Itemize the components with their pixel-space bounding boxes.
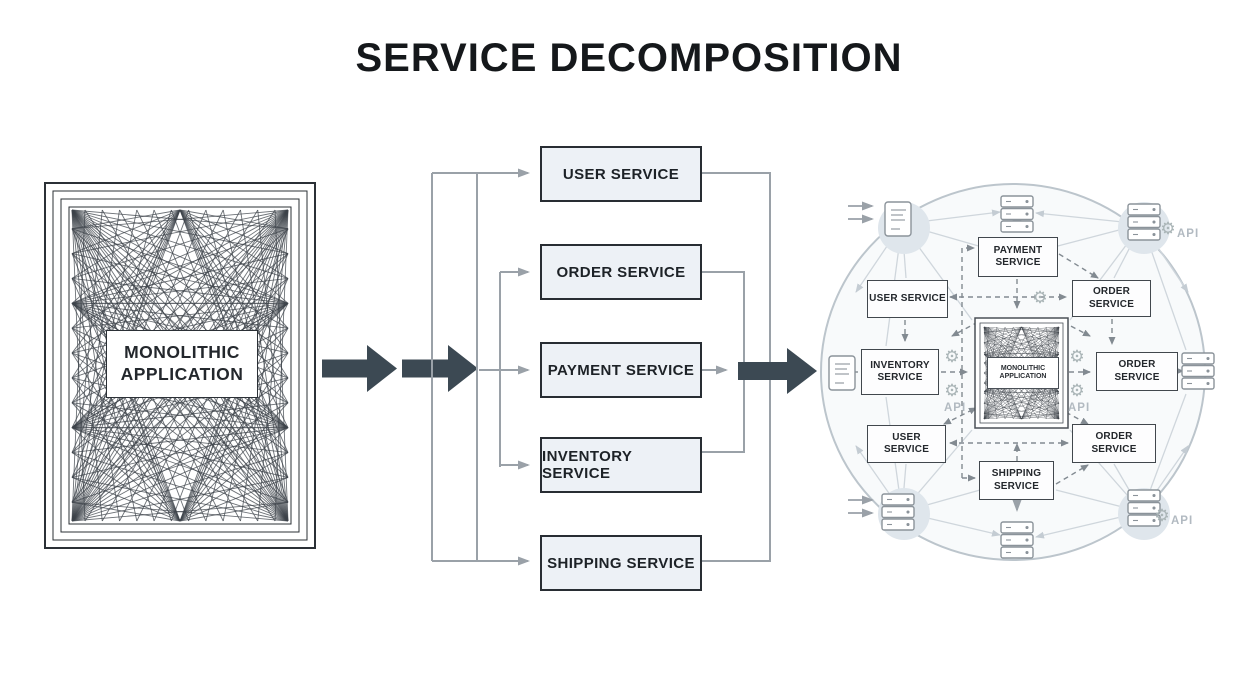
api-labels: API API API API — [944, 228, 1199, 527]
service-box-shipping: SHIPPING SERVICE — [540, 535, 702, 591]
mini-monolith-label: MONOLITHIC APPLICATION — [987, 357, 1059, 389]
micro-box-user-upper: USER SERVICE — [867, 280, 948, 318]
micro-box-user-lower: USER SERVICE — [867, 425, 946, 463]
micro-box-shipping: SHIPPING SERVICE — [979, 461, 1054, 500]
micro-box-order-lower: ORDER SERVICE — [1072, 424, 1156, 463]
monolith-box — [44, 182, 316, 549]
micro-box-order-upper: ORDER SERVICE — [1072, 280, 1151, 317]
server-icon-top-right — [1127, 203, 1161, 241]
gear-icon: ⚙ — [944, 381, 959, 400]
api-label: API — [1177, 228, 1199, 240]
dark-arrow-2 — [402, 345, 478, 392]
gear-icon: ⚙ — [1069, 347, 1084, 366]
monolith-label: MONOLITHIC APPLICATION — [106, 330, 258, 398]
gear-icon: ⚙ — [1069, 381, 1084, 400]
api-label: API — [1171, 515, 1193, 527]
service-box-order: ORDER SERVICE — [540, 244, 702, 300]
api-label: API — [1068, 402, 1090, 414]
dark-arrow-3 — [738, 348, 817, 394]
incoming-arrows-bottom-icon — [848, 500, 872, 513]
gear-icons: ⚙ ⚙ ⚙ ⚙ ⚙ ⚙ ⚙ — [944, 219, 1175, 525]
micro-box-order-right: ORDER SERVICE — [1096, 352, 1178, 391]
service-box-payment: PAYMENT SERVICE — [540, 342, 702, 398]
gear-icon: ⚙ — [1160, 219, 1175, 238]
api-label: API — [944, 402, 966, 414]
server-icon-bottom — [1000, 521, 1034, 559]
gear-icon: ⚙ — [1032, 288, 1047, 307]
request-document-icon — [828, 355, 856, 391]
micro-box-payment: PAYMENT SERVICE — [978, 237, 1058, 277]
server-icon-right — [1181, 352, 1215, 390]
gear-icon: ⚙ — [1154, 506, 1169, 525]
service-box-inventory: INVENTORY SERVICE — [540, 437, 702, 493]
gear-icon: ⚙ — [944, 347, 959, 366]
server-icon-bottom-left — [881, 493, 915, 531]
page-title: SERVICE DECOMPOSITION — [355, 36, 903, 80]
client-document-icon — [884, 201, 912, 237]
micro-box-inventory: INVENTORY SERVICE — [861, 349, 939, 395]
dark-arrow-1 — [322, 345, 397, 392]
transform-arrows — [322, 345, 478, 392]
service-box-user: USER SERVICE — [540, 146, 702, 202]
server-icon-top — [1000, 195, 1034, 233]
incoming-arrows-top-icon — [848, 206, 872, 219]
